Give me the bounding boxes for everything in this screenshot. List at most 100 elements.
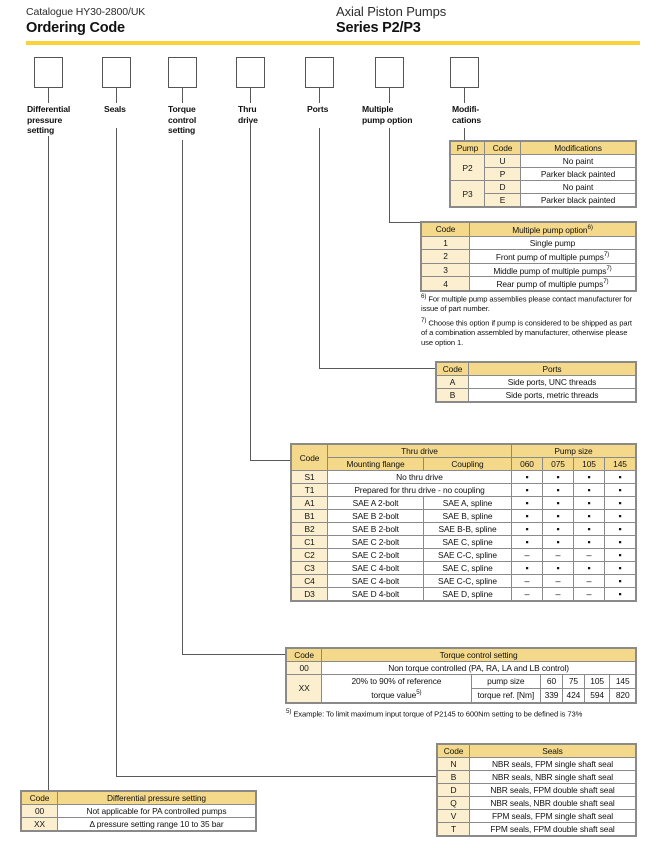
- table-row: 00 Non torque controlled (PA, RA, LA and…: [285, 661, 636, 675]
- table-header-row: Code Multiple pump option6): [421, 222, 636, 237]
- cell-code: XX: [285, 674, 323, 703]
- label-line: setting: [168, 125, 196, 135]
- cell-text: Single pump: [529, 237, 576, 248]
- table-row: 2 Front pump of multiple pumps7): [421, 248, 636, 264]
- cell-pump: P3: [450, 180, 485, 207]
- cell-availability-075: –: [542, 574, 574, 588]
- col-pump: Pump: [450, 141, 485, 155]
- cell-availability-145: ▪: [604, 574, 636, 588]
- cell-availability-105: ▪: [573, 509, 605, 523]
- col-coupling: Coupling: [423, 457, 512, 471]
- cell-code: D3: [291, 587, 328, 601]
- label-line: setting: [27, 125, 55, 135]
- cell-value: Δ pressure setting range 10 to 35 bar: [57, 817, 256, 831]
- code-box-ports[interactable]: [305, 57, 334, 88]
- cell-coupling: SAE A, spline: [423, 496, 512, 510]
- cell-availability-105: –: [573, 548, 605, 562]
- code-box-modifications[interactable]: [450, 57, 479, 88]
- cell-availability-075: ▪: [542, 509, 574, 523]
- code-box-thru-drive[interactable]: [236, 57, 265, 88]
- cell-value: Non torque controlled (PA, RA, LA and LB…: [321, 661, 636, 675]
- col-torque-control-setting: Torque control setting: [321, 648, 636, 662]
- cell-availability-145: ▪: [604, 587, 636, 601]
- connector-modifications: [464, 128, 465, 141]
- cell-code: C4: [291, 574, 328, 588]
- cell-coupling: SAE C-C, spline: [423, 574, 512, 588]
- table-row: B Side ports, metric threads: [436, 388, 636, 402]
- cell-availability-145: ▪: [604, 535, 636, 549]
- label-line: Modifi-: [452, 104, 480, 114]
- label-thru-drive: Thru drive: [238, 104, 258, 125]
- cell-availability-075: ▪: [542, 522, 574, 536]
- code-box-multiple-pump[interactable]: [375, 57, 404, 88]
- col-code: Code: [436, 362, 469, 376]
- label-line: cations: [452, 114, 482, 125]
- col-group-thru-drive: Thru drive: [327, 444, 512, 458]
- footnote-6: 6) For multiple pump assemblies please c…: [421, 292, 636, 314]
- cell-code: N: [437, 757, 470, 771]
- cell-code: S1: [291, 470, 328, 484]
- cell-code: T1: [291, 483, 328, 497]
- cell-availability-075: ▪: [542, 470, 574, 484]
- cell-pump-size-60: 60: [540, 674, 563, 689]
- label-line: control: [168, 114, 197, 125]
- cell-mounting-flange: SAE C 2-bolt: [327, 535, 424, 549]
- footnote-mark: 5): [286, 708, 292, 715]
- cell-description: Prepared for thru drive - no coupling: [327, 483, 512, 497]
- connector-multiple-h: [389, 222, 421, 223]
- cell-coupling: SAE C-C, spline: [423, 548, 512, 562]
- cell-value: Side ports, UNC threads: [468, 375, 636, 389]
- code-box-differential-pressure[interactable]: [34, 57, 63, 88]
- cell-value: NBR seals, NBR double shaft seal: [469, 796, 636, 810]
- cell-text: Front pump of multiple pumps: [495, 251, 604, 262]
- col-group-pump-size: Pump size: [511, 444, 636, 458]
- cell-availability-105: ▪: [573, 496, 605, 510]
- cell-availability-060: –: [511, 574, 543, 588]
- cell-text: Rear pump of multiple pumps: [496, 279, 604, 290]
- connector-multiple-v: [389, 128, 390, 222]
- cell-value: Parker black painted: [520, 167, 636, 181]
- footnote-ref-7: 7): [603, 250, 610, 258]
- cell-mounting-flange: SAE C 4-bolt: [327, 561, 424, 575]
- cell-availability-060: ▪: [511, 535, 543, 549]
- cell-value: No paint: [520, 154, 636, 168]
- col-code: Code: [285, 648, 323, 662]
- cell-value: FPM seals, FPM double shaft seal: [469, 822, 636, 836]
- cell-code: U: [484, 154, 521, 168]
- cell-availability-105: ▪: [573, 535, 605, 549]
- label-line: pump option: [362, 114, 413, 125]
- code-box-torque-control[interactable]: [168, 57, 197, 88]
- cell-code: P: [484, 167, 521, 181]
- cell-pump-size-105: 105: [583, 674, 611, 689]
- code-box-seals[interactable]: [102, 57, 131, 88]
- stem-differential: [48, 88, 49, 103]
- connector-thru-v: [250, 122, 251, 460]
- table-header-row-1: Code Thru drive Pump size: [291, 444, 636, 471]
- cell-value: Middle pump of multiple pumps7): [469, 262, 636, 278]
- cell-mounting-flange: SAE C 4-bolt: [327, 574, 424, 588]
- cell-pump: P2: [450, 154, 485, 181]
- connector-thru-h: [250, 460, 291, 461]
- cell-torque-ref-105: 594: [583, 687, 611, 703]
- cell-value: Rear pump of multiple pumps7): [469, 276, 636, 292]
- cell-availability-105: –: [573, 587, 605, 601]
- label-line: Ports: [307, 104, 329, 114]
- footnote-5: 5) Example: To limit maximum input torqu…: [286, 707, 646, 719]
- cell-code: B: [437, 770, 470, 784]
- cell-code: B: [436, 388, 469, 402]
- table-header-row: Code Differential pressure setting: [21, 791, 256, 805]
- cell-code: C2: [291, 548, 328, 562]
- label-line: pressure: [27, 114, 63, 125]
- cell-availability-145: ▪: [604, 561, 636, 575]
- page-title: Ordering Code: [26, 20, 125, 36]
- cell-availability-060: –: [511, 548, 543, 562]
- stem-torque: [182, 88, 183, 103]
- cell-code: T: [437, 822, 470, 836]
- label-modifications: Modifi- cations: [452, 104, 481, 125]
